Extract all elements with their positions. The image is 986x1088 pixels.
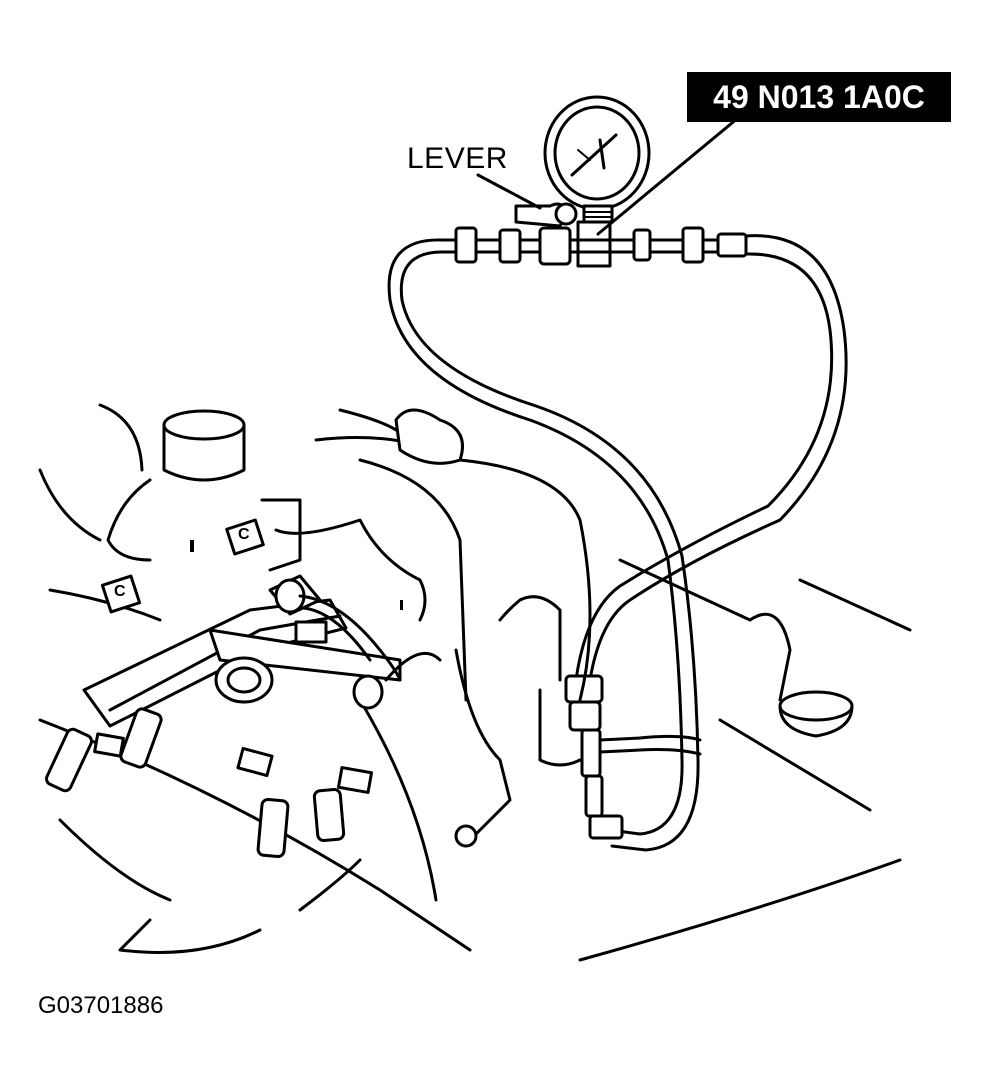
tool-number-label: 49 N013 1A0C: [687, 72, 951, 122]
lever-label: LEVER: [407, 142, 508, 175]
engine-outline: [38, 403, 912, 962]
tool-leader-line: [596, 116, 740, 236]
fuel-hose-right: [574, 234, 848, 682]
figure-id: G03701886: [38, 992, 164, 1019]
connector-tag-left: C: [114, 583, 126, 600]
fuel-hose-left: [387, 238, 700, 852]
gauge-tee-fitting: [438, 173, 748, 268]
fuel-rail: [45, 498, 442, 859]
connector-tag-center: C: [238, 526, 250, 543]
pressure-gauge: [543, 95, 651, 224]
